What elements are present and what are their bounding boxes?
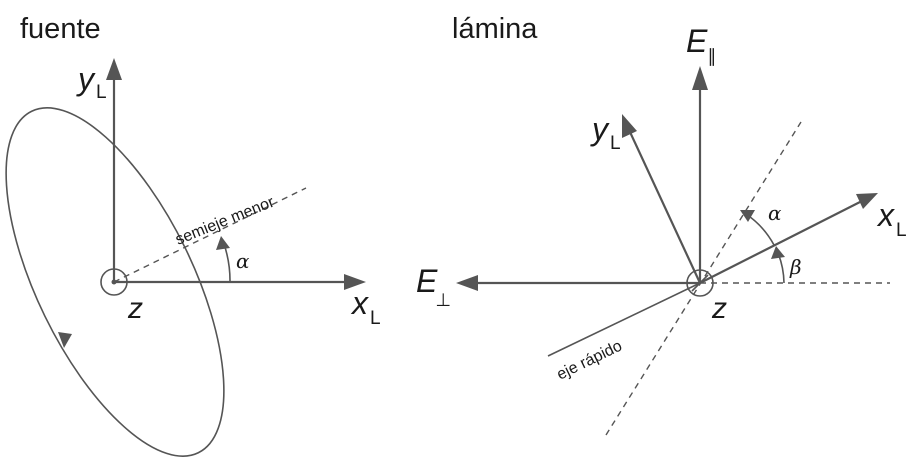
plate-z-axis-cross	[691, 274, 709, 292]
fast-axis-label: eje rápido	[554, 337, 625, 383]
plate-alpha-arrowhead	[740, 210, 755, 222]
plate-x-axis	[699, 201, 861, 284]
source-z-axis-symbol	[100, 268, 128, 296]
plate-alpha-label: α	[768, 201, 782, 225]
beta-arrowhead	[771, 246, 785, 259]
rotation-direction-arrowhead	[58, 332, 72, 348]
minor-axis-line	[113, 187, 307, 283]
e-perp-label: E⊥	[416, 263, 451, 310]
source-alpha-label: α	[236, 249, 250, 273]
beta-label: β	[789, 255, 802, 279]
plate-z-label: z	[711, 292, 727, 325]
source-title: fuente	[20, 13, 101, 45]
plate-title: lámina	[452, 13, 538, 45]
source-y-axis-arrowhead	[106, 58, 122, 80]
minor-axis-label: semieje menor	[173, 193, 277, 248]
e-parallel-arrowhead	[692, 66, 708, 90]
polarization-ellipse	[5, 107, 225, 457]
source-x-axis-arrowhead	[344, 274, 366, 290]
source-z-label: z	[127, 292, 143, 325]
plate-y-axis	[629, 131, 701, 284]
plate-x-axis-arrowhead	[856, 193, 878, 209]
source-alpha-arrowhead	[216, 236, 230, 250]
e-perp-arrowhead	[456, 275, 478, 291]
plate-y-axis-arrowhead	[622, 114, 637, 138]
e-parallel-label: E∥	[686, 23, 716, 66]
plate-z-axis-symbol	[686, 269, 714, 297]
source-alpha-arc	[223, 243, 231, 283]
fast-axis-line	[547, 282, 701, 357]
